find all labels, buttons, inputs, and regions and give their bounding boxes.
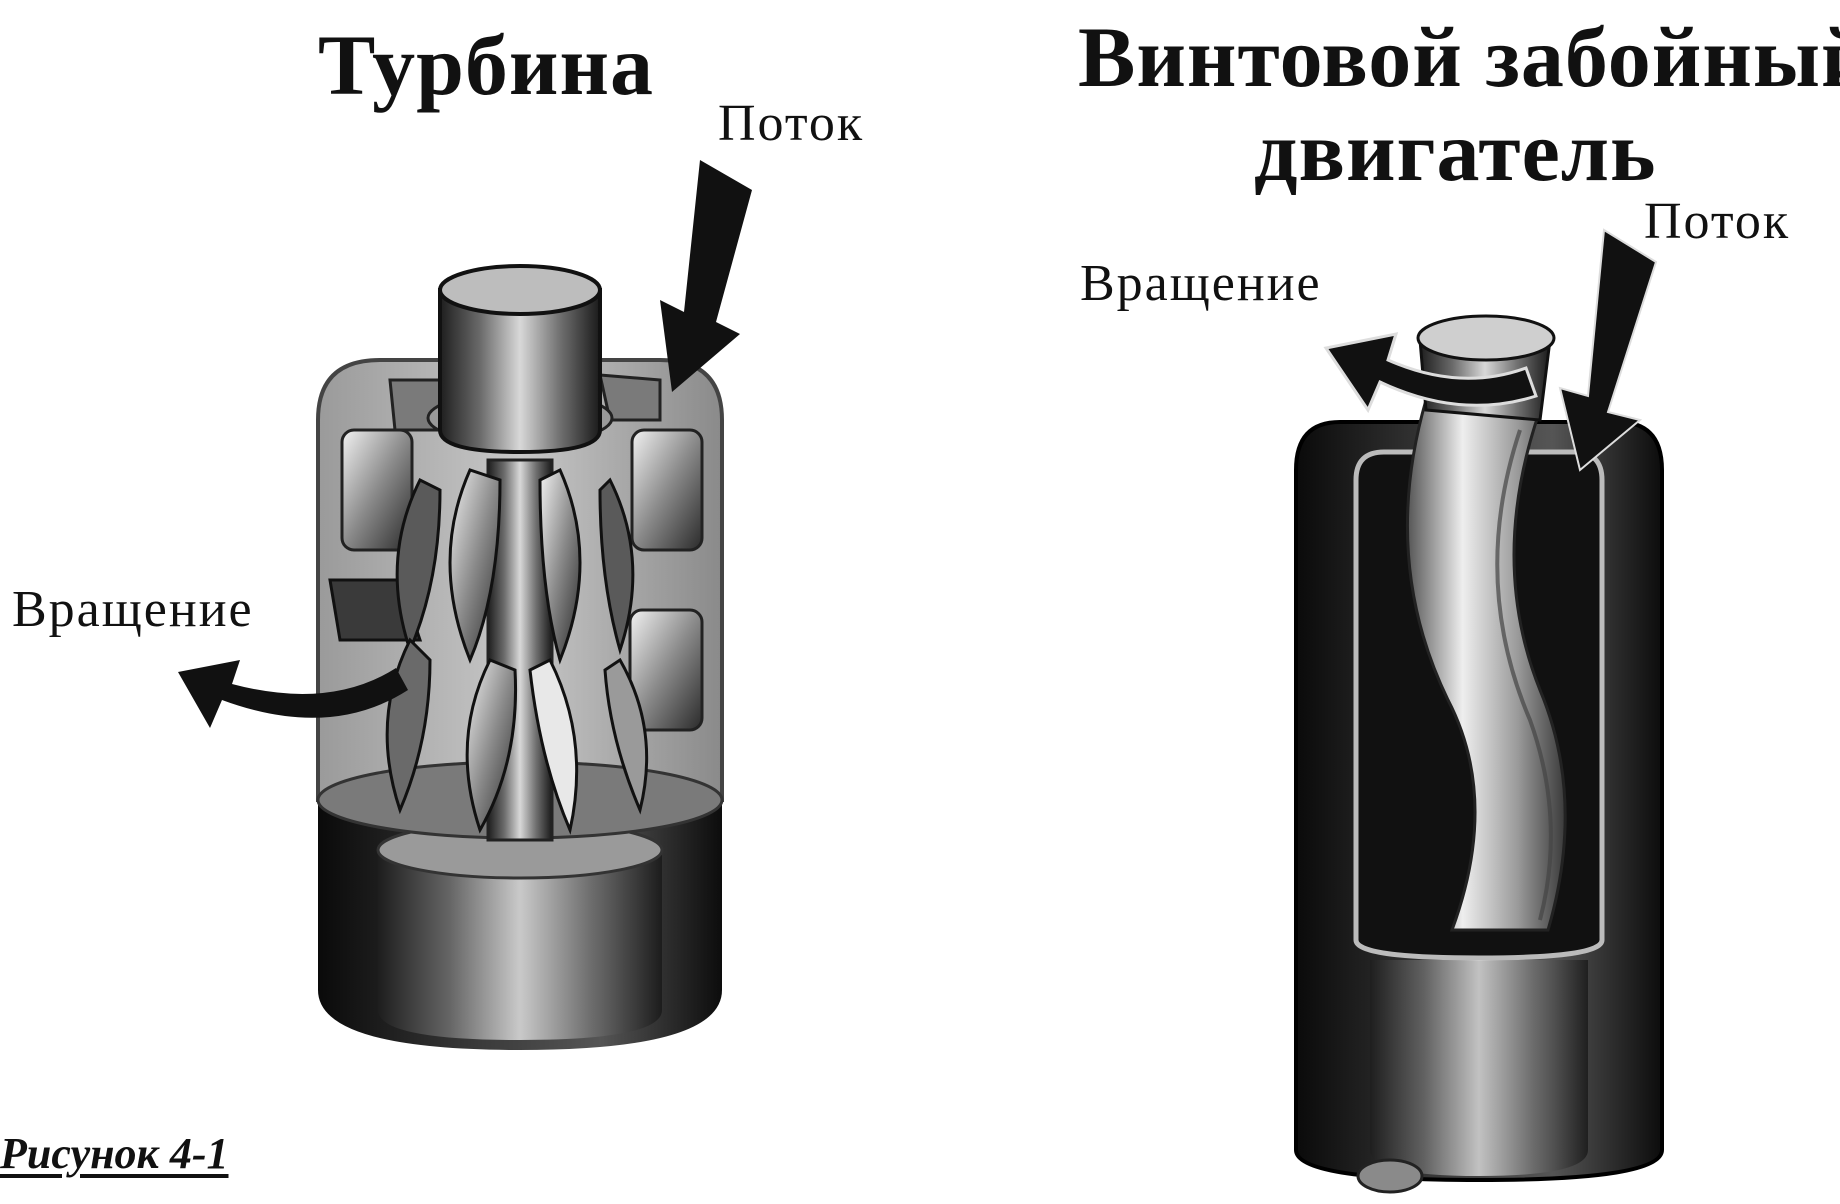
turbine-flow-label: Поток bbox=[718, 95, 865, 152]
screw-motor-flow-label: Поток bbox=[1644, 193, 1791, 250]
turbine-title: Турбина bbox=[318, 17, 655, 113]
turbine-illustration bbox=[178, 160, 752, 1050]
screw-motor-illustration bbox=[1294, 228, 1664, 1194]
figure-caption: Рисунок 4-1 bbox=[0, 1129, 229, 1178]
screw-motor-title-line2: двигатель bbox=[1254, 103, 1657, 199]
turbine-rotation-label: Вращение bbox=[12, 581, 254, 638]
screw-motor-rotation-label: Вращение bbox=[1080, 255, 1322, 312]
screw-motor-title-line1: Винтовой забойный bbox=[1078, 9, 1840, 105]
